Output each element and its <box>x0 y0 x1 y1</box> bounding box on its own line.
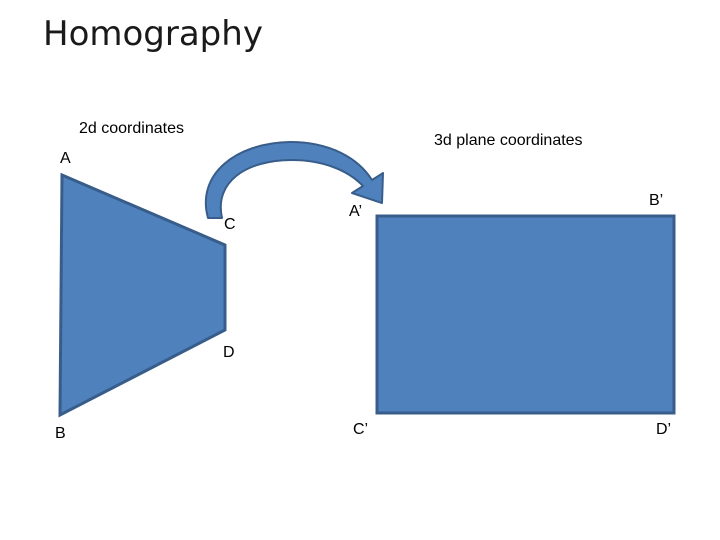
curved-arrow-icon <box>204 141 384 219</box>
corner-label-d: D <box>223 344 235 361</box>
corner-label-b-prime: B’ <box>649 192 664 209</box>
corner-label-b: B <box>55 425 66 442</box>
corner-label-d-prime: D’ <box>656 421 672 438</box>
corner-label-a-prime: A’ <box>349 203 363 220</box>
target-heading: 3d plane coordinates <box>434 132 583 149</box>
source-heading: 2d coordinates <box>79 120 184 137</box>
source-quadrilateral <box>58 172 227 418</box>
corner-label-c: C <box>224 216 236 233</box>
corner-label-a: A <box>60 150 71 167</box>
slide-title: Homography <box>43 14 263 54</box>
corner-label-c-prime: C’ <box>353 421 369 438</box>
target-rectangle <box>375 214 676 415</box>
